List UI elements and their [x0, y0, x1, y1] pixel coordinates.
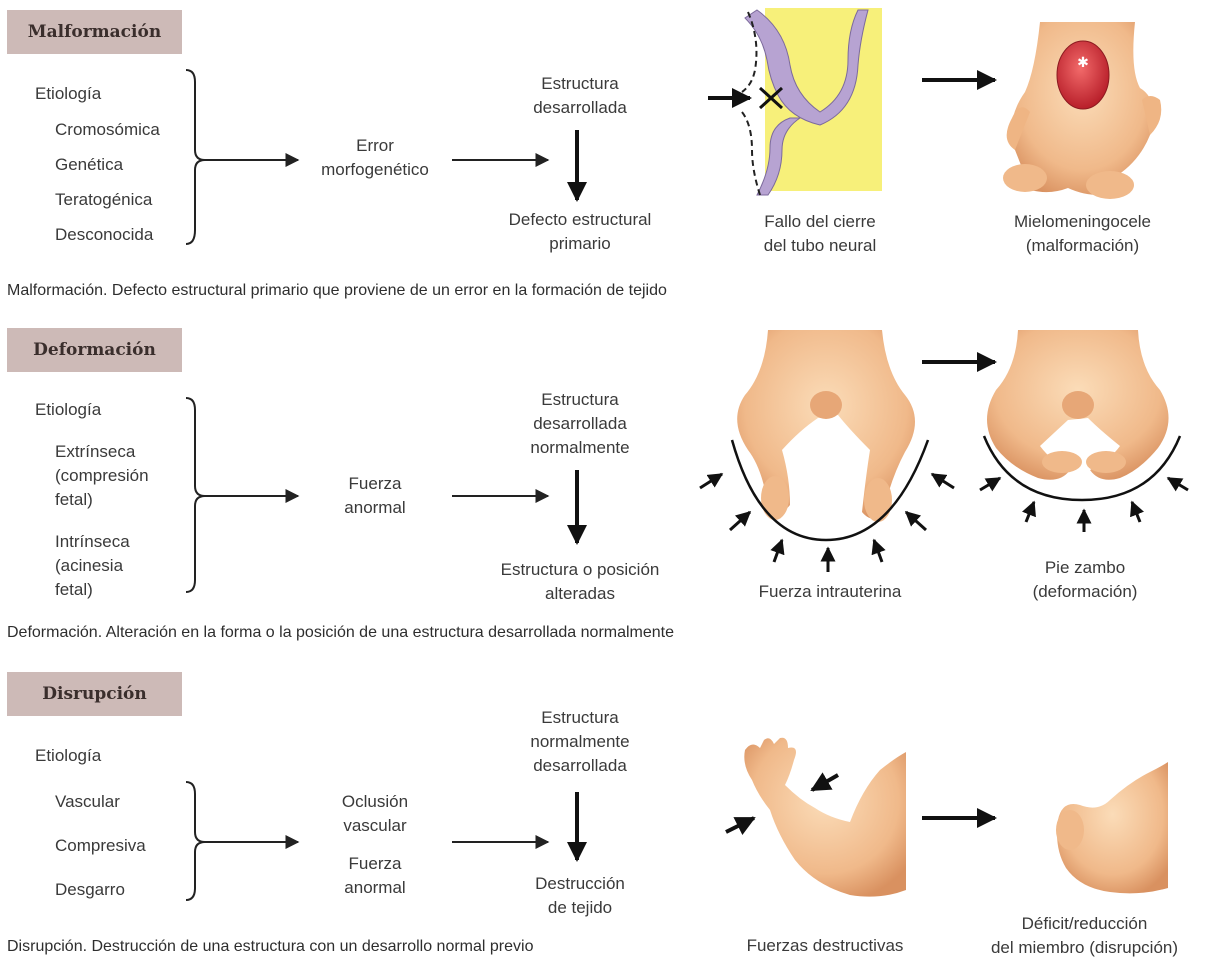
- etiology-item: Cromosómica: [55, 118, 160, 142]
- clubfoot-caption: Pie zambo (deformación): [1000, 556, 1170, 604]
- result-label: Destrucción de tejido: [500, 872, 660, 920]
- structure-top-label: Estructura normalmente desarrollada: [500, 706, 660, 778]
- deformacion-caption: Deformación. Alteración en la forma o la…: [7, 624, 674, 642]
- etiology-item: Intrínseca (acinesia fetal): [55, 530, 130, 602]
- etiology-item: Teratogénica: [55, 188, 152, 212]
- mechanism-label: Error morfogenético: [300, 134, 450, 182]
- result-label: Estructura o posición alteradas: [470, 558, 690, 606]
- intrauterine-force-caption: Fuerza intrauterina: [730, 580, 930, 604]
- etiology-title: Etiología: [35, 744, 101, 768]
- destructive-forces-caption: Fuerzas destructivas: [725, 934, 925, 958]
- malformacion-caption: Malformación. Defecto estructural primar…: [7, 282, 667, 300]
- destructive-forces-illustration: [726, 738, 906, 897]
- mechanism-label-force: Fuerza anormal: [300, 852, 450, 900]
- header-deformacion: Deformación: [7, 328, 182, 372]
- structure-top-label: Estructura desarrollada: [500, 72, 660, 120]
- clubfoot-illustration: [980, 330, 1188, 532]
- myelomeningocele-illustration: ✱: [1003, 22, 1161, 199]
- etiology-item: Genética: [55, 153, 123, 177]
- etiology-brace: [186, 398, 205, 592]
- structure-top-label: Estructura desarrollada normalmente: [500, 388, 660, 460]
- limb-deficit-illustration: [1056, 762, 1168, 893]
- neural-tube-caption: Fallo del cierre del tubo neural: [740, 210, 900, 258]
- disrupcion-caption: Disrupción. Destrucción de una estructur…: [7, 938, 533, 956]
- neural-tube-illustration: [708, 8, 882, 195]
- etiology-title: Etiología: [35, 398, 101, 422]
- svg-text:✱: ✱: [1077, 55, 1089, 71]
- result-label: Defecto estructural primario: [480, 208, 680, 256]
- etiology-brace: [186, 70, 205, 244]
- etiology-brace: [186, 782, 205, 900]
- myelomeningocele-caption: Mielomeningocele (malformación): [990, 210, 1175, 258]
- etiology-item: Desconocida: [55, 223, 153, 247]
- mechanism-label: Fuerza anormal: [300, 472, 450, 520]
- header-malformacion: Malformación: [7, 10, 182, 54]
- etiology-item: Extrínseca (compresión fetal): [55, 440, 149, 512]
- etiology-title: Etiología: [35, 82, 101, 106]
- etiology-item: Desgarro: [55, 878, 125, 902]
- etiology-item: Vascular: [55, 790, 120, 814]
- limb-deficit-caption: Déficit/reducción del miembro (disrupció…: [972, 912, 1197, 960]
- intrauterine-force-illustration: [700, 330, 954, 572]
- header-disrupcion: Disrupción: [7, 672, 182, 716]
- etiology-item: Compresiva: [55, 834, 146, 858]
- mechanism-label-occlusion: Oclusión vascular: [300, 790, 450, 838]
